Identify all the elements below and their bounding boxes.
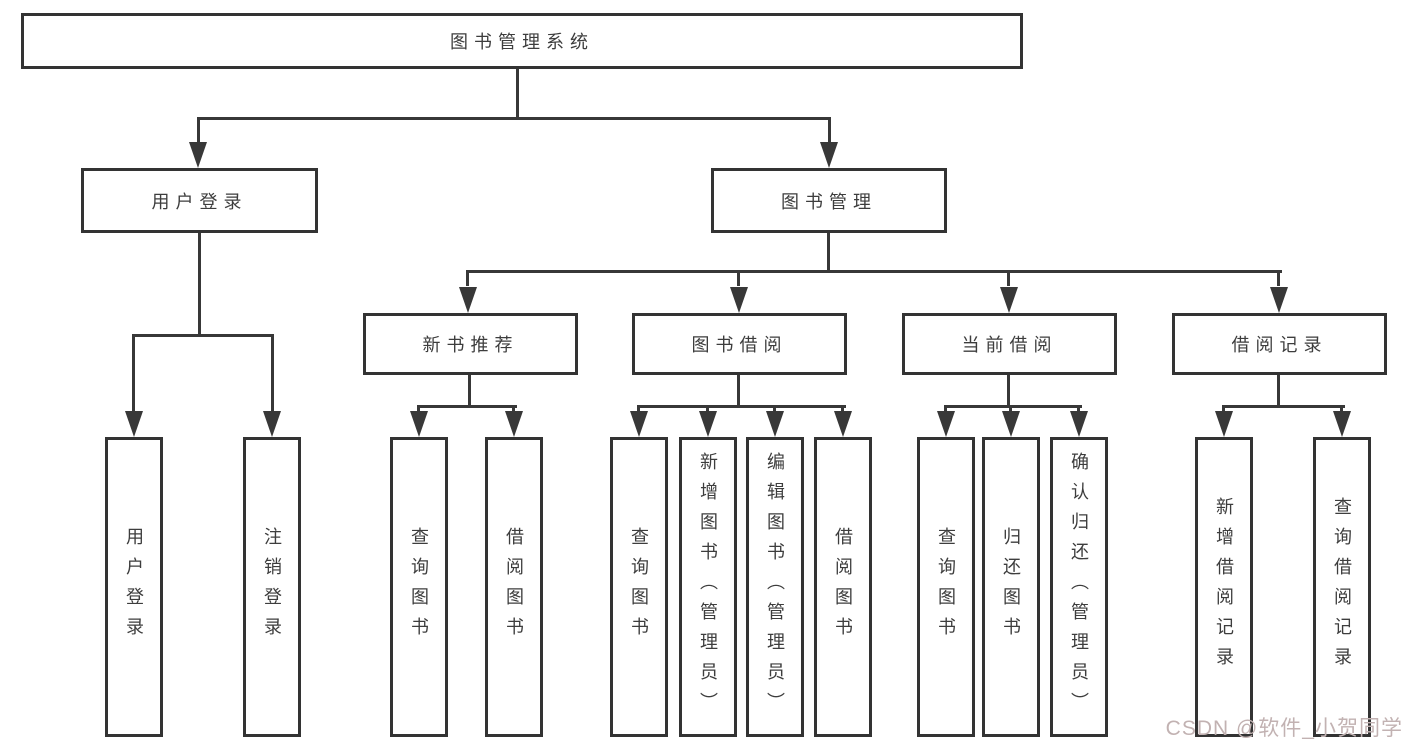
connector-line — [1077, 407, 1080, 413]
leaf-borrow-book-borrow: 借阅图书 — [814, 437, 872, 737]
connector-line — [1009, 407, 1012, 413]
leaf-query-book-borrow-label: 查询图书 — [629, 527, 649, 647]
connector-line — [773, 407, 776, 413]
connector-line — [132, 336, 135, 412]
arrow-down-icon — [1002, 411, 1020, 437]
connector-line — [198, 233, 201, 336]
connector-line — [1222, 407, 1225, 413]
connector-line — [737, 375, 740, 407]
arrow-down-icon — [1270, 287, 1288, 313]
leaf-add-borrow-record-label: 新增借阅记录 — [1214, 497, 1234, 677]
leaf-query-borrow-record: 查询借阅记录 — [1313, 437, 1371, 737]
leaf-confirm-return-admin-label: 确认归还（管理员） — [1069, 452, 1089, 722]
connector-line — [944, 407, 947, 413]
connector-line — [132, 334, 274, 337]
connector-line — [828, 119, 831, 143]
node-book-borrow: 图书借阅 — [632, 313, 847, 375]
leaf-borrow-book-recommend-label: 借阅图书 — [504, 527, 524, 647]
node-root: 图书管理系统 — [21, 13, 1023, 69]
arrow-down-icon — [766, 411, 784, 437]
connector-line — [466, 272, 469, 286]
connector-line — [841, 407, 844, 413]
connector-line — [197, 119, 200, 143]
node-current-borrow: 当前借阅 — [902, 313, 1117, 375]
arrow-down-icon — [820, 142, 838, 168]
connector-line — [1222, 405, 1345, 408]
node-borrow-record-label: 借阅记录 — [1231, 335, 1328, 355]
leaf-borrow-book-recommend: 借阅图书 — [485, 437, 543, 737]
connector-line — [1340, 407, 1343, 413]
arrow-down-icon — [834, 411, 852, 437]
leaf-query-book-current: 查询图书 — [917, 437, 975, 737]
connector-line — [271, 336, 274, 412]
node-new-book-recommend: 新书推荐 — [363, 313, 578, 375]
node-book-management-label: 图书管理 — [781, 191, 877, 212]
node-current-borrow-label: 当前借阅 — [961, 335, 1058, 355]
connector-line — [737, 272, 740, 286]
connector-line — [417, 405, 517, 408]
arrow-down-icon — [459, 287, 477, 313]
leaf-query-book-recommend-label: 查询图书 — [409, 527, 429, 647]
leaf-logout-label: 注销登录 — [262, 527, 282, 647]
leaf-borrow-book-borrow-label: 借阅图书 — [833, 527, 853, 647]
leaf-query-book-current-label: 查询图书 — [936, 527, 956, 647]
node-new-book-recommend-label: 新书推荐 — [422, 335, 519, 355]
arrow-down-icon — [125, 411, 143, 437]
connector-line — [637, 405, 846, 408]
leaf-logout: 注销登录 — [243, 437, 301, 737]
arrow-down-icon — [730, 287, 748, 313]
node-user-login: 用户登录 — [81, 168, 318, 233]
leaf-add-book-admin: 新增图书（管理员） — [679, 437, 737, 737]
node-user-login-label: 用户登录 — [151, 191, 248, 212]
arrow-down-icon — [630, 411, 648, 437]
node-book-borrow-label: 图书借阅 — [691, 335, 788, 355]
leaf-return-book: 归还图书 — [982, 437, 1040, 737]
arrow-down-icon — [937, 411, 955, 437]
connector-line — [197, 117, 831, 120]
arrow-down-icon — [1000, 287, 1018, 313]
node-book-management: 图书管理 — [711, 168, 947, 233]
connector-line — [1277, 272, 1280, 286]
arrow-down-icon — [1070, 411, 1088, 437]
connector-line — [827, 233, 830, 272]
leaf-return-book-label: 归还图书 — [1001, 527, 1021, 647]
arrow-down-icon — [189, 142, 207, 168]
connector-line — [516, 69, 519, 118]
connector-line — [466, 270, 1282, 273]
connector-line — [1277, 375, 1280, 407]
connector-line — [706, 407, 709, 413]
leaf-query-borrow-record-label: 查询借阅记录 — [1332, 497, 1352, 677]
leaf-edit-book-admin: 编辑图书（管理员） — [746, 437, 804, 737]
arrow-down-icon — [1333, 411, 1351, 437]
leaf-edit-book-admin-label: 编辑图书（管理员） — [765, 452, 785, 722]
leaf-user-login-label: 用户登录 — [124, 527, 144, 647]
arrow-down-icon — [505, 411, 523, 437]
connector-line — [417, 407, 420, 413]
leaf-query-book-recommend: 查询图书 — [390, 437, 448, 737]
leaf-confirm-return-admin: 确认归还（管理员） — [1050, 437, 1108, 737]
arrow-down-icon — [410, 411, 428, 437]
leaf-query-book-borrow: 查询图书 — [610, 437, 668, 737]
csdn-watermark: CSDN @软件_小贺同学 — [1165, 717, 1403, 740]
connector-line — [512, 407, 515, 413]
connector-line — [637, 407, 640, 413]
node-borrow-record: 借阅记录 — [1172, 313, 1387, 375]
connector-line — [1007, 375, 1010, 407]
leaf-user-login: 用户登录 — [105, 437, 163, 737]
arrow-down-icon — [1215, 411, 1233, 437]
connector-line — [1007, 272, 1010, 286]
connector-line — [944, 405, 1082, 408]
node-root-label: 图书管理系统 — [450, 32, 594, 52]
leaf-add-borrow-record: 新增借阅记录 — [1195, 437, 1253, 737]
connector-line — [468, 375, 471, 407]
arrow-down-icon — [263, 411, 281, 437]
leaf-add-book-admin-label: 新增图书（管理员） — [698, 452, 718, 722]
arrow-down-icon — [699, 411, 717, 437]
